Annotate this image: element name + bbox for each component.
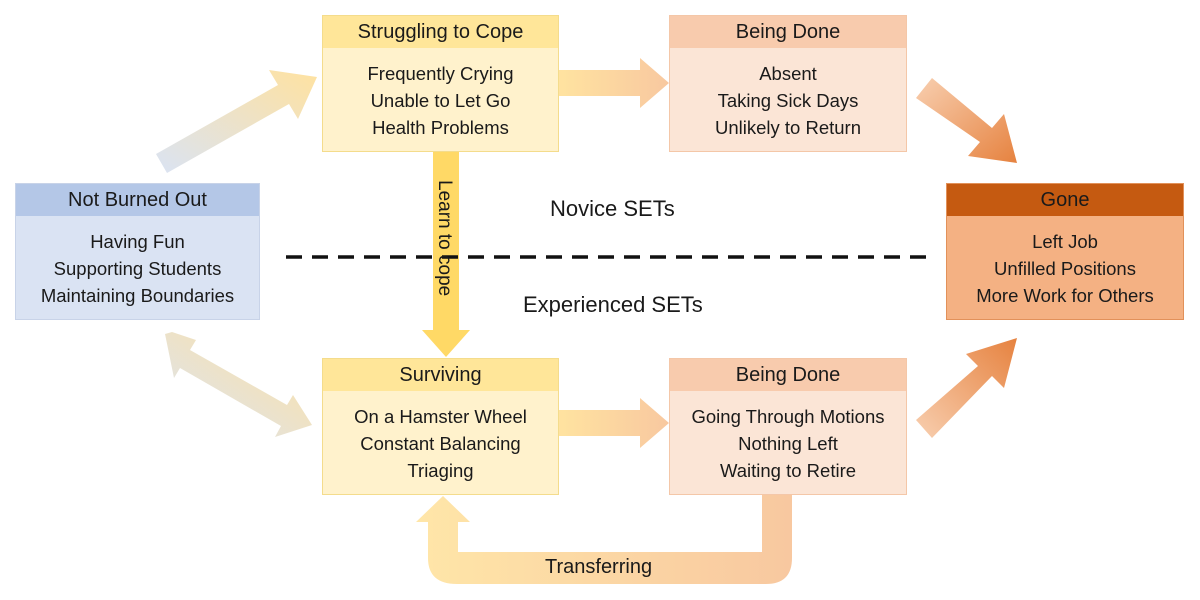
box-line: More Work for Others: [976, 284, 1154, 306]
not-burned-out-box: Not Burned Out Having Fun Supporting Stu…: [15, 183, 260, 320]
gone-box: Gone Left Job Unfilled Positions More Wo…: [946, 183, 1184, 320]
box-title: Struggling to Cope: [323, 16, 558, 48]
box-body: On a Hamster Wheel Constant Balancing Tr…: [323, 391, 558, 495]
experienced-sets-label: Experienced SETs: [523, 292, 703, 317]
box-line: Taking Sick Days: [717, 89, 859, 111]
struggling-to-cope-box: Struggling to Cope Frequently Crying Una…: [322, 15, 559, 152]
box-line: Health Problems: [372, 116, 509, 138]
box-line: Unfilled Positions: [994, 257, 1136, 279]
box-line: Unlikely to Return: [714, 116, 861, 138]
arrow-done-top-to-gone: [916, 78, 1017, 163]
box-body: Left Job Unfilled Positions More Work fo…: [947, 216, 1183, 320]
box-line: On a Hamster Wheel: [354, 405, 527, 427]
surviving-box: Surviving On a Hamster Wheel Constant Ba…: [322, 358, 559, 495]
box-title: Not Burned Out: [16, 184, 259, 216]
arrow-transferring: [416, 495, 792, 584]
box-line: Constant Balancing: [360, 432, 521, 454]
box-body: Having Fun Supporting Students Maintaini…: [16, 216, 259, 320]
box-line: Going Through Motions: [691, 405, 885, 427]
box-line: Left Job: [1032, 230, 1098, 252]
being-done-top-box: Being Done Absent Taking Sick Days Unlik…: [669, 15, 907, 152]
arrow-notburned-surviving: [165, 332, 312, 437]
box-title: Gone: [947, 184, 1183, 216]
box-body: Frequently Crying Unable to Let Go Healt…: [323, 48, 558, 152]
box-line: Unable to Let Go: [370, 89, 511, 111]
box-line: Triaging: [407, 459, 474, 481]
box-body: Going Through Motions Nothing Left Waiti…: [670, 391, 906, 495]
arrow-struggling-to-done-top: [559, 58, 669, 108]
learn-to-cope-label: Learn to cope: [434, 180, 455, 297]
box-title: Being Done: [670, 16, 906, 48]
box-line: Supporting Students: [53, 257, 222, 279]
being-done-bottom-box: Being Done Going Through Motions Nothing…: [669, 358, 907, 495]
box-line: Waiting to Retire: [719, 459, 857, 481]
transferring-label: Transferring: [545, 556, 653, 578]
novice-sets-label: Novice SETs: [550, 196, 675, 221]
arrow-learn-to-cope: [422, 152, 470, 357]
box-title: Surviving: [323, 359, 558, 391]
box-body: Absent Taking Sick Days Unlikely to Retu…: [670, 48, 906, 152]
arrow-surviving-to-done-bottom: [559, 398, 669, 448]
arrow-done-bottom-to-gone: [916, 338, 1017, 438]
box-line: Absent: [759, 62, 817, 84]
box-line: Frequently Crying: [367, 62, 514, 84]
box-line: Maintaining Boundaries: [40, 284, 235, 306]
box-line: Having Fun: [90, 230, 185, 252]
arrow-notburned-to-struggling: [156, 70, 317, 173]
box-title: Being Done: [670, 359, 906, 391]
box-line: Nothing Left: [738, 432, 838, 454]
